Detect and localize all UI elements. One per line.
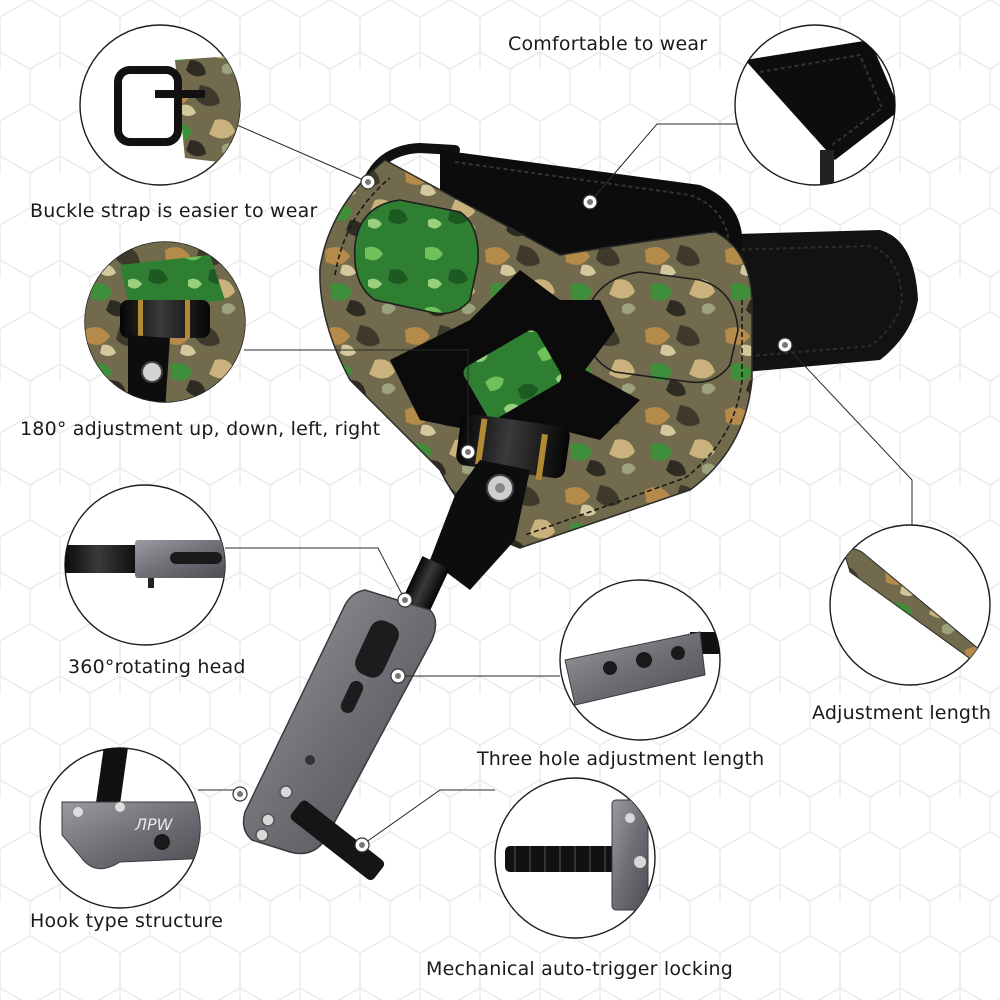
label-buckle-strap: Buckle strap is easier to wear: [30, 200, 318, 222]
label-comfortable-to-wear: Comfortable to wear: [508, 33, 708, 55]
label-360-rotating-head: 360°rotating head: [68, 656, 246, 678]
release-aid-product: [242, 142, 918, 881]
brand-mark: ЛРW: [134, 815, 174, 834]
label-three-hole: Three hole adjustment length: [477, 748, 765, 770]
label-180-adjustment: 180° adjustment up, down, left, right: [20, 418, 381, 440]
camo-tab-left: [353, 199, 479, 315]
label-auto-trigger: Mechanical auto-trigger locking: [426, 958, 734, 980]
callout-hook-structure: ЛРW: [39, 747, 201, 909]
trigger-body: [242, 589, 437, 855]
callout-three-hole: [559, 579, 721, 741]
trigger-knob: [290, 800, 385, 881]
leader-dots: [232, 174, 793, 853]
callout-comfortable-padding: [734, 24, 896, 186]
label-hook-structure: Hook type structure: [30, 910, 224, 932]
callout-360-rotating-head: [64, 484, 226, 646]
label-adjustment-length: Adjustment length: [812, 702, 992, 724]
callout-180-adjustment: [84, 241, 246, 403]
leader-lines: [198, 123, 913, 846]
callout-adjustment-length: [829, 524, 991, 686]
callout-buckle-strap: [79, 24, 241, 186]
camo-tab-right: [584, 271, 739, 384]
callout-auto-trigger: [494, 777, 656, 939]
velcro-strap: [700, 230, 918, 372]
